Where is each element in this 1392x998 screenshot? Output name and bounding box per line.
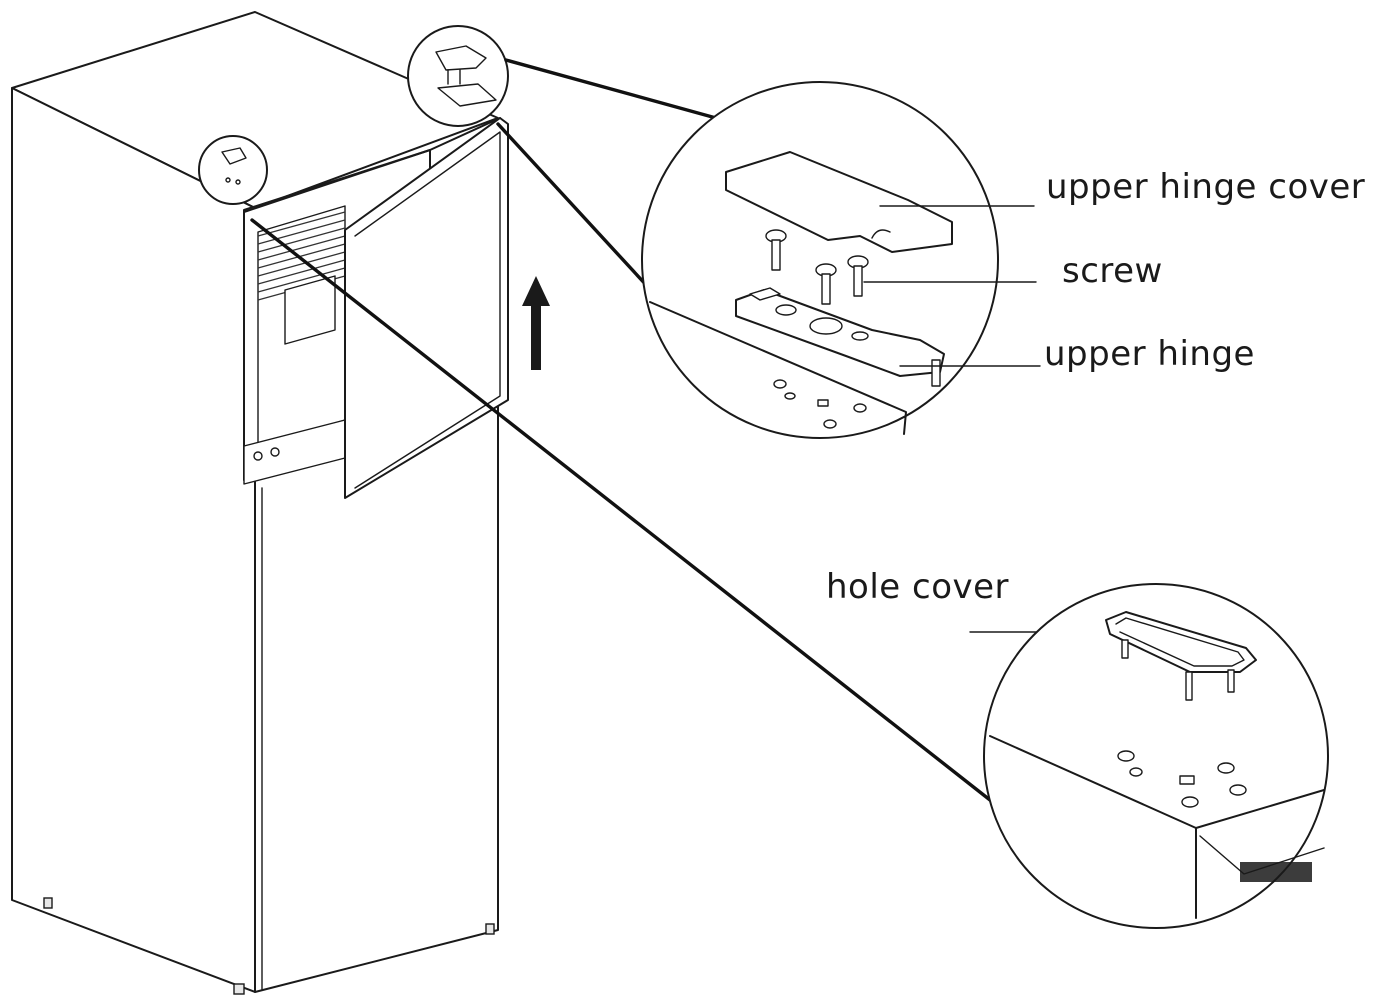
hole-cover-small-inset (198, 135, 268, 205)
upper-hinge-small-inset (407, 25, 509, 127)
freezer-door-inner-edge (354, 131, 501, 489)
label-upper-hinge-cover: upper hinge cover (1046, 167, 1366, 207)
refrigerator-foot (43, 897, 53, 909)
freezer-door-open (344, 117, 509, 499)
upper-hinge-detail-inset (641, 81, 999, 439)
hole-cover-detail-inset (983, 583, 1329, 929)
hole-cover-part (1105, 611, 1257, 701)
freezer-shelf (284, 275, 336, 345)
control-knob (270, 447, 280, 457)
screw-part (765, 229, 869, 305)
fridge-door (254, 404, 499, 993)
label-screw: screw (1062, 251, 1163, 291)
label-hole-cover: hole cover (826, 567, 1010, 607)
upper-hinge-cover-part (725, 151, 953, 253)
control-knob (253, 451, 263, 461)
upper-hinge-part (735, 287, 945, 387)
inset-connector-lines (250, 58, 992, 802)
refrigerator-foot (485, 923, 495, 935)
refrigerator-left-side (11, 87, 256, 993)
refrigerator (11, 11, 509, 995)
refrigerator-foot (233, 983, 245, 995)
label-upper-hinge: upper hinge (1044, 334, 1255, 374)
arrow-up-icon (522, 276, 550, 370)
